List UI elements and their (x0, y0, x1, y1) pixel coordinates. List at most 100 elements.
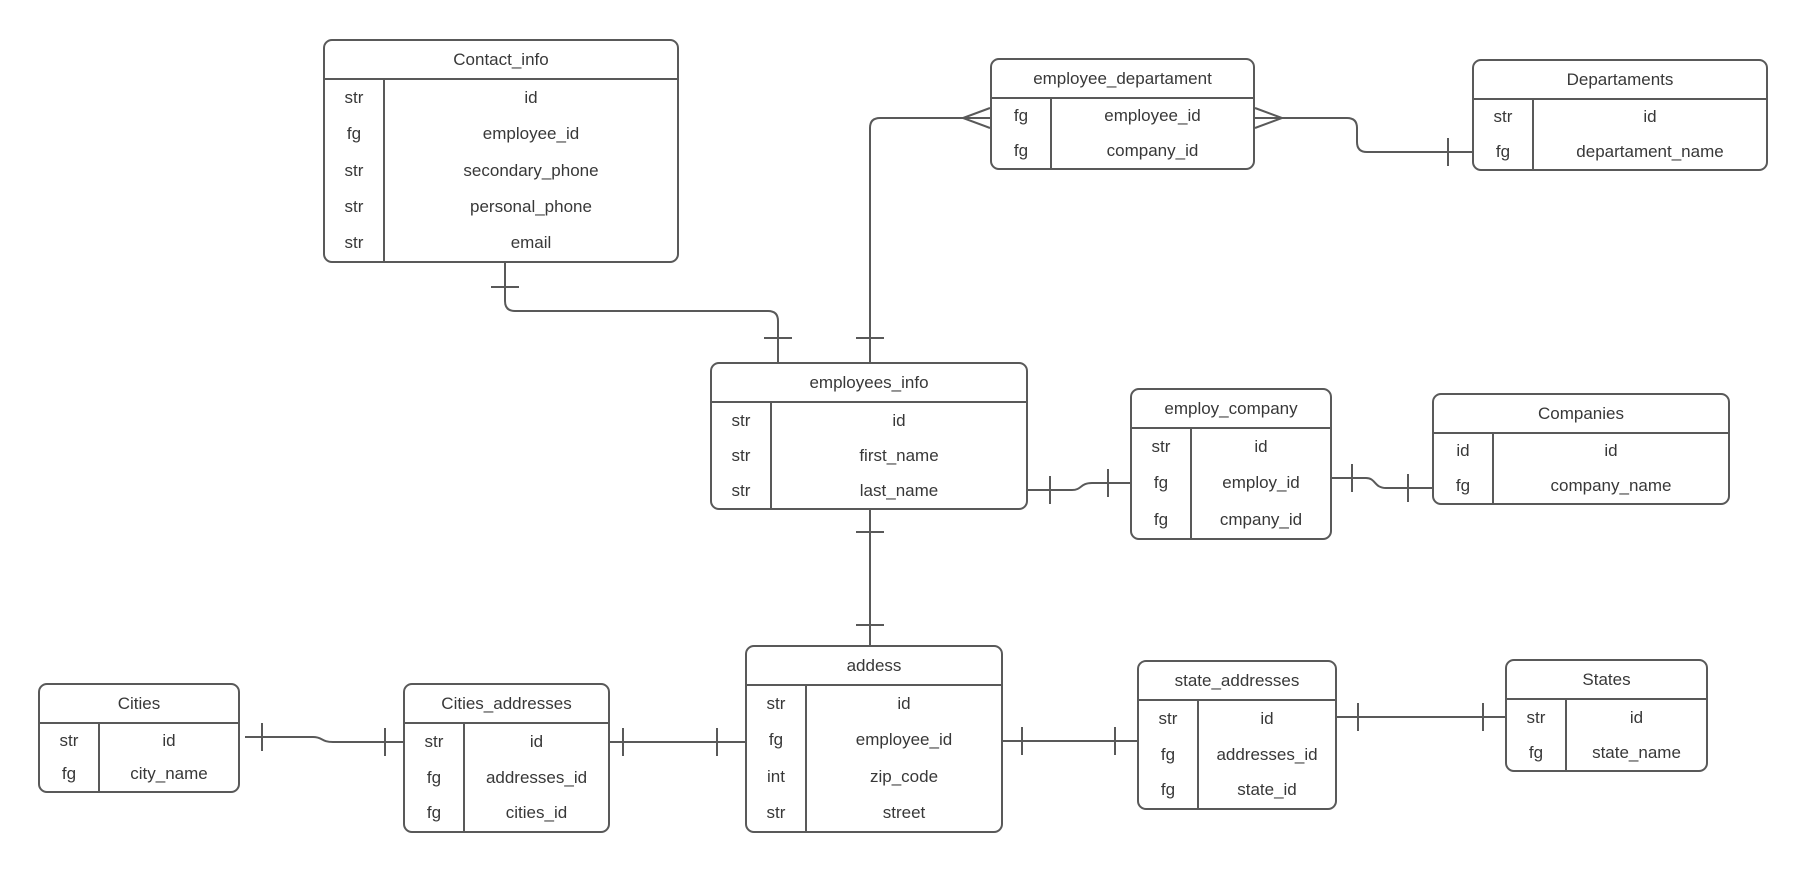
field-type: str (325, 224, 385, 262)
field-name: company_name (1550, 475, 1672, 495)
entity-title: state_addresses (1139, 662, 1335, 701)
entity-title: employee_departament (992, 60, 1253, 99)
field-type: fg (992, 133, 1052, 168)
table-row: str id (40, 724, 238, 758)
field-type: str (747, 794, 807, 831)
field-type: str (1474, 100, 1534, 135)
entity-table-departaments[interactable]: Departaments str id fg departament_name (1472, 59, 1768, 171)
entity-rows: str id fg employee_id str secondary_phon… (325, 80, 677, 262)
table-row: str first_name (712, 438, 1026, 473)
relation-employees-info-employ-company[interactable] (1028, 469, 1130, 504)
table-row: fg employee_id (992, 99, 1253, 134)
field-type: fg (1434, 468, 1494, 503)
entity-table-companies[interactable]: Companies id id fg company_name (1432, 393, 1730, 505)
field-type: str (405, 724, 465, 760)
field-name: addresses_id (485, 767, 588, 787)
entity-table-employee-departament[interactable]: employee_departament fg employee_id fg c… (990, 58, 1255, 170)
field-type: fg (405, 759, 465, 796)
field-name: email (510, 232, 552, 252)
field-name: cities_id (505, 803, 568, 823)
field-name: departament_name (1576, 141, 1724, 161)
field-type: id (1434, 434, 1494, 469)
entity-title: Companies (1434, 395, 1728, 434)
entity-table-state-addresses[interactable]: state_addresses str id fg addresses_id f… (1137, 660, 1337, 810)
table-row: str id (405, 724, 608, 760)
table-row: fg state_id (1139, 772, 1335, 809)
entity-title: Contact_info (325, 41, 677, 80)
table-row: str id (1507, 700, 1706, 735)
relation-cities-cities-addresses[interactable] (245, 723, 403, 756)
field-type: str (325, 80, 385, 117)
entity-title: Departaments (1474, 61, 1766, 100)
entity-table-addess[interactable]: addess str id fg employee_id int zip_cod… (745, 645, 1003, 833)
field-name: company_id (1106, 140, 1199, 160)
entity-rows: str id fg state_name (1507, 700, 1706, 770)
field-name: id (1254, 437, 1268, 457)
entity-rows: str id fg departament_name (1474, 100, 1766, 169)
field-name: id (1604, 441, 1618, 461)
entity-table-states[interactable]: States str id fg state_name (1505, 659, 1708, 772)
entity-table-cities-addresses[interactable]: Cities_addresses str id fg addresses_id … (403, 683, 610, 833)
relation-state-addresses-states[interactable] (1337, 703, 1505, 731)
table-row: fg cities_id (405, 795, 608, 832)
entity-rows: str id fg employ_id fg cmpany_id (1132, 429, 1330, 538)
relation-employ-company-companies[interactable] (1332, 464, 1432, 502)
field-name: id (897, 694, 911, 714)
field-name: personal_phone (470, 196, 592, 216)
table-row: fg addresses_id (1139, 736, 1335, 773)
entity-table-cities[interactable]: Cities str id fg city_name (38, 683, 240, 793)
relation-employees-info-addess[interactable] (856, 510, 884, 645)
field-type: str (712, 403, 772, 438)
entity-rows: str id fg addresses_id fg state_id (1139, 701, 1335, 809)
many-crowfoot-marker (960, 107, 991, 129)
entity-title: Cities_addresses (405, 685, 608, 724)
relation-employee-departament-employees-info[interactable] (856, 107, 991, 362)
field-name: id (524, 88, 538, 108)
field-type: fg (747, 722, 807, 759)
field-type: str (747, 686, 807, 723)
entity-title: addess (747, 647, 1001, 686)
field-type: fg (1139, 772, 1199, 809)
field-name: id (1643, 107, 1657, 127)
entity-title: States (1507, 661, 1706, 700)
table-row: str last_name (712, 473, 1026, 508)
entity-title: employ_company (1132, 390, 1330, 429)
table-row: fg departament_name (1474, 134, 1766, 169)
field-name: id (529, 731, 544, 751)
field-name: first_name (859, 445, 939, 465)
table-row: str id (1132, 429, 1330, 466)
table-row: str personal_phone (325, 188, 677, 225)
entity-rows: str id fg city_name (40, 724, 238, 791)
field-type: fg (40, 757, 100, 791)
field-type: fg (992, 99, 1052, 134)
table-row: str secondary_phone (325, 152, 677, 189)
entity-table-contact-info[interactable]: Contact_info str id fg employee_id str s… (323, 39, 679, 263)
field-name: cmpany_id (1219, 509, 1303, 529)
field-type: fg (1132, 465, 1192, 502)
table-row: str id (325, 80, 677, 117)
relation-contact-info-employees-info[interactable] (491, 263, 792, 362)
field-name: city_name (130, 764, 208, 784)
table-row: str street (747, 794, 1001, 831)
field-type: str (1139, 701, 1199, 737)
table-row: str id (712, 403, 1026, 438)
field-name: employee_id (482, 124, 580, 144)
entity-rows: id id fg company_name (1434, 434, 1728, 503)
table-row: fg cmpany_id (1132, 501, 1330, 538)
entity-rows: str id str first_name str last_name (712, 403, 1026, 508)
table-row: fg employee_id (747, 722, 1001, 759)
relation-addess-state-addresses[interactable] (1003, 727, 1137, 755)
field-name: state_id (1237, 780, 1297, 800)
field-name: secondary_phone (463, 160, 599, 180)
field-type: str (712, 438, 772, 473)
entity-title: employees_info (712, 364, 1026, 403)
relation-employee-departament-departaments[interactable] (1254, 107, 1472, 166)
relation-cities-addresses-addess[interactable] (610, 728, 745, 756)
table-row: str id (747, 686, 1001, 723)
table-row: id id (1434, 434, 1728, 469)
field-type: fg (1474, 134, 1534, 169)
entity-table-employees-info[interactable]: employees_info str id str first_name str… (710, 362, 1028, 510)
entity-table-employ-company[interactable]: employ_company str id fg employ_id fg cm… (1130, 388, 1332, 540)
